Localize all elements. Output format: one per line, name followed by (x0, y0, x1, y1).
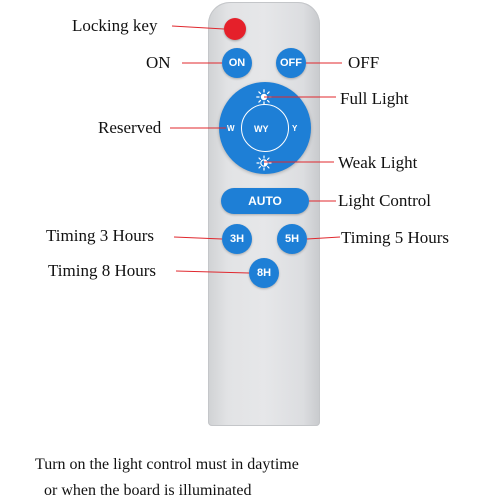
note-line-1: Turn on the light control must in daytim… (35, 456, 299, 473)
timer-5h-button[interactable]: 5H (277, 224, 307, 254)
label-timing-5-hours: Timing 5 Hours (341, 228, 450, 247)
label-locking-key: Locking key (72, 16, 158, 35)
label-full-light: Full Light (340, 89, 409, 108)
on-button[interactable]: ON (222, 48, 252, 78)
dial-wy-label[interactable]: WY (254, 124, 269, 134)
timer-8h-button[interactable]: 8H (249, 258, 279, 288)
dial-w-label[interactable]: W (227, 124, 235, 133)
label-off: OFF (348, 53, 380, 72)
full-light-sun-icon[interactable] (256, 89, 272, 105)
note-line-2: or when the board is illuminated (44, 482, 252, 499)
timer-3h-button[interactable]: 3H (222, 224, 252, 254)
dial-center-ring (241, 104, 289, 152)
dial-y-label[interactable]: Y (292, 124, 298, 133)
locking-key-button[interactable] (224, 18, 246, 40)
auto-light-control-button[interactable]: AUTO (221, 188, 309, 214)
label-timing-8-hours: Timing 8 Hours (48, 261, 157, 280)
label-weak-light: Weak Light (338, 153, 418, 172)
weak-light-half-sun-icon[interactable] (256, 155, 272, 171)
label-reserved: Reserved (98, 118, 162, 137)
label-light-control: Light Control (338, 191, 432, 210)
off-button[interactable]: OFF (276, 48, 306, 78)
label-on: ON (146, 53, 171, 72)
label-timing-3-hours: Timing 3 Hours (46, 226, 155, 245)
